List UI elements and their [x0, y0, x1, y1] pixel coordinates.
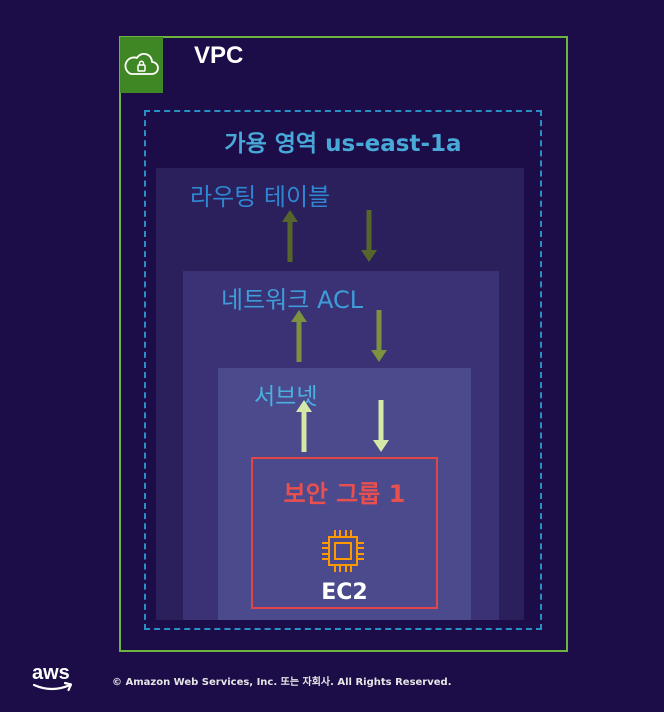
availability-zone-container — [144, 110, 542, 630]
vpc-label: VPC — [194, 42, 244, 69]
vpc-container — [119, 36, 568, 652]
vpc-cloud-lock-icon — [120, 37, 163, 93]
ec2-label: EC2 — [321, 580, 368, 605]
security-group-label: 보안 그룹 1 — [283, 480, 406, 508]
aws-logo-icon: aws — [32, 662, 73, 692]
network-acl-outbound-arrow-icon — [291, 310, 307, 362]
route-table-inbound-arrow-icon — [361, 210, 377, 262]
availability-zone-label: 가용 영역 us-east-1a — [224, 131, 462, 157]
subnet-outbound-arrow-icon — [296, 400, 312, 452]
network-acl-label: 네트워크 ACL — [221, 286, 364, 314]
ec2-chip-icon — [319, 527, 367, 575]
network-acl-inbound-arrow-icon — [371, 310, 387, 362]
copyright-text: © Amazon Web Services, Inc. 또는 자회사. All … — [112, 677, 452, 688]
subnet-inbound-arrow-icon — [373, 400, 389, 452]
route-table-label: 라우팅 테이블 — [190, 183, 331, 211]
security-group-container — [251, 457, 438, 609]
route-table-outbound-arrow-icon — [282, 210, 298, 262]
aws-logo-text: aws — [32, 662, 70, 684]
subnet-layer — [218, 368, 471, 620]
